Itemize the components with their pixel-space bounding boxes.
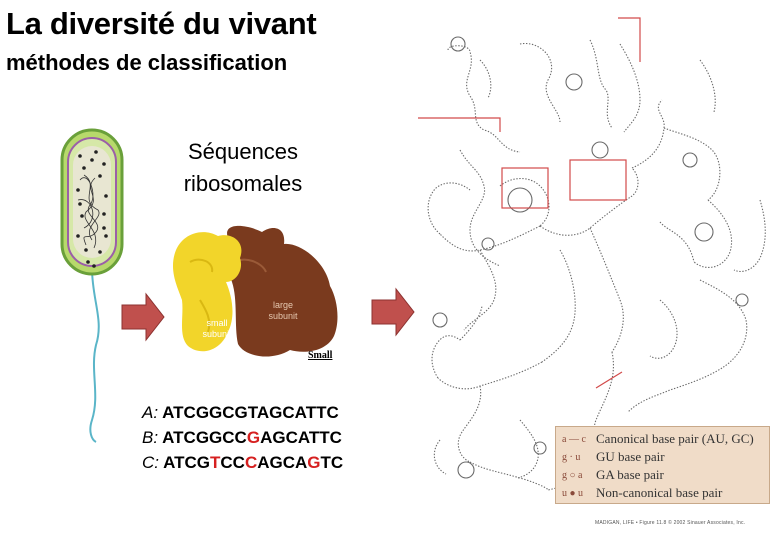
sequence-bases: ATCG (163, 453, 210, 472)
small-subunit-label-line2: subunit (202, 329, 232, 339)
ribosome-dot (76, 234, 80, 238)
ribosome-dot (104, 234, 108, 238)
sequence-row: C: ATCGTCCCAGCAGTC (142, 450, 343, 475)
mutation-base: G (307, 453, 321, 472)
sequence-bases: ATCGGCC (162, 428, 247, 447)
legend-key-symbol: g ○ a (562, 469, 583, 481)
small-subunit-label: small subunit (193, 318, 241, 340)
large-subunit-label: large subunit (258, 300, 308, 322)
ribosome-dot (90, 158, 94, 162)
sequence-label: B: (142, 428, 159, 447)
large-subunit-label-line1: large (272, 300, 293, 310)
ribosome-caption: Small (308, 350, 333, 361)
legend-item-label: Non-canonical base pair (596, 485, 723, 500)
legend-item: a — c Canonical base pair (AU, GC) (562, 430, 769, 448)
legend-key-symbol: a — c (562, 433, 586, 445)
mutation-base: T (210, 453, 221, 472)
sequence-bases: CC (220, 453, 245, 472)
legend-key-symbol: u ● u (562, 487, 584, 499)
ribosome-dot (84, 248, 88, 252)
legend-item: g · u GU base pair (562, 448, 769, 466)
mutation-base: G (246, 428, 261, 447)
rrna-highlight-boxes (418, 17, 641, 389)
legend-item: u ● u Non-canonical base pair (562, 484, 769, 502)
sequence-row: B: ATCGGCCGAGCATTC (142, 425, 343, 450)
sequence-bases: AGCA (257, 453, 308, 472)
rrna-secondary-structure (427, 39, 766, 491)
small-subunit-label-line1: small (206, 318, 228, 328)
ribosome-dot (98, 250, 102, 254)
sequence-heading-line2: ribosomales (183, 171, 303, 196)
ribosome-dot (82, 166, 86, 170)
ribosome-dot (86, 260, 90, 264)
figure-credit: MADIGAN, LIFE • Figure 11.8 © 2002 Sinau… (595, 520, 746, 526)
ribosome-dot (94, 150, 98, 154)
ribosome-dot (102, 212, 106, 216)
sequence-bases: TC (320, 453, 344, 472)
legend-key-symbol: g · u (562, 451, 581, 463)
ribosome-dot (102, 226, 106, 230)
ribosome-dot (76, 188, 80, 192)
legend-item-label: GU base pair (596, 449, 665, 464)
sequence-row: A: ATCGGCGTAGCATTC (142, 400, 343, 425)
bacterium-illustration (60, 128, 124, 443)
sequence-bases: ATCGGCGTAGCATTC (162, 403, 339, 422)
ribosome-dot (98, 174, 102, 178)
sequence-bases: AGCATTC (260, 428, 342, 447)
ribosome-dot (78, 202, 82, 206)
ribosome-dot (102, 162, 106, 166)
legend-item-label: Canonical base pair (AU, GC) (596, 431, 754, 446)
ribosome-dot (80, 214, 84, 218)
sequence-label: A: (142, 403, 159, 422)
slide-subtitle: méthodes de classification (6, 50, 288, 75)
ribosome-dot (92, 264, 96, 268)
arrow-right-1 (121, 292, 165, 342)
slide-title: La diversité du vivant (6, 6, 317, 41)
sequence-heading: Séquences ribosomales (168, 136, 318, 200)
large-subunit-label-line2: subunit (268, 311, 298, 321)
arrow-right-2 (371, 287, 415, 337)
base-pair-legend: a — c Canonical base pair (AU, GC) g · u GU… (555, 426, 770, 504)
ribosome-illustration (172, 225, 338, 357)
sequence-heading-line1: Séquences (187, 139, 299, 164)
mutation-base: C (244, 453, 258, 472)
ribosome-dot (104, 194, 108, 198)
ribosome-dot (78, 154, 82, 158)
legend-item-label: GA base pair (596, 467, 664, 482)
sequence-label: C: (142, 453, 159, 472)
legend-item: g ○ a GA base pair (562, 466, 769, 484)
